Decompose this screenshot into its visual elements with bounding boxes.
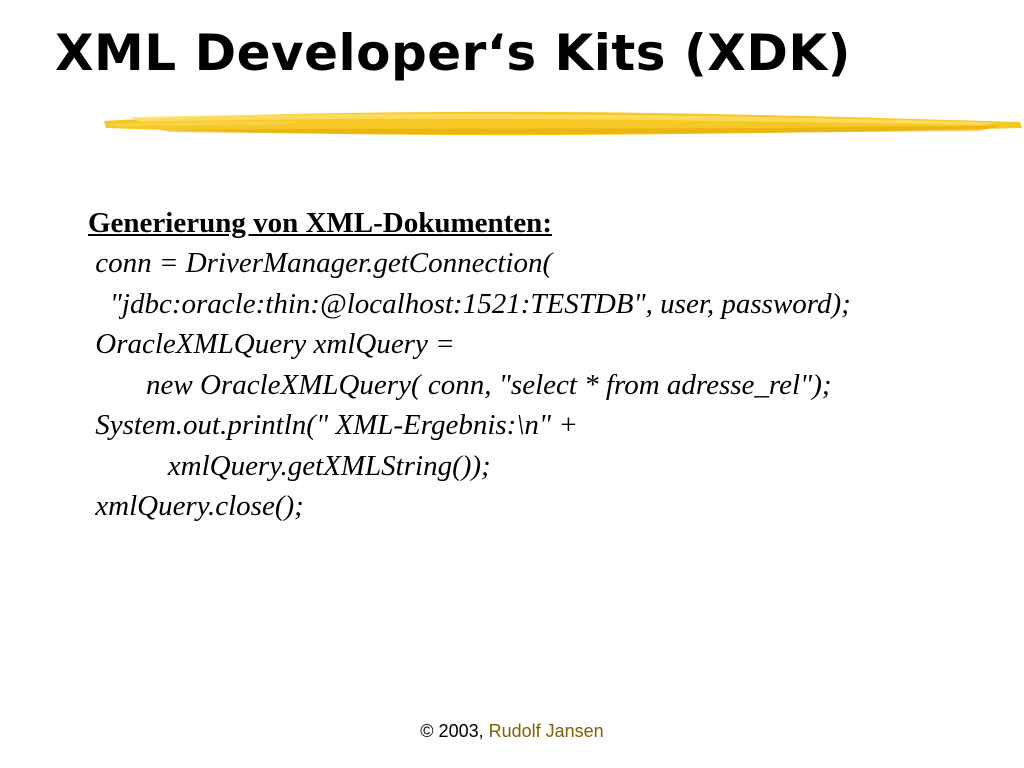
slide-body: Generierung von XML-Dokumenten: conn = D… xyxy=(88,203,851,527)
code-line: System.out.println(" XML-Ergebnis:\n" + xyxy=(88,409,578,441)
code-line: OracleXMLQuery xmlQuery = xyxy=(88,328,455,360)
code-line: conn = DriverManager.getConnection( xyxy=(88,247,553,279)
section-heading: Generierung von XML-Dokumenten: xyxy=(88,207,552,239)
title-underline-brushstroke xyxy=(104,111,1022,136)
code-line: xmlQuery.close(); xyxy=(88,490,304,522)
slide-footer: © 2003, Rudolf Jansen xyxy=(0,721,1024,742)
footer-author: Rudolf Jansen xyxy=(488,721,604,741)
code-line: "jdbc:oracle:thin:@localhost:1521:TESTDB… xyxy=(88,287,851,320)
slide-title: XML Developer‘s Kits (XDK) xyxy=(55,24,851,82)
code-line: xmlQuery.getXMLString()); xyxy=(88,449,491,482)
footer-copyright: © 2003, xyxy=(420,721,489,741)
code-line: new OracleXMLQuery( conn, "select * from… xyxy=(88,368,832,401)
